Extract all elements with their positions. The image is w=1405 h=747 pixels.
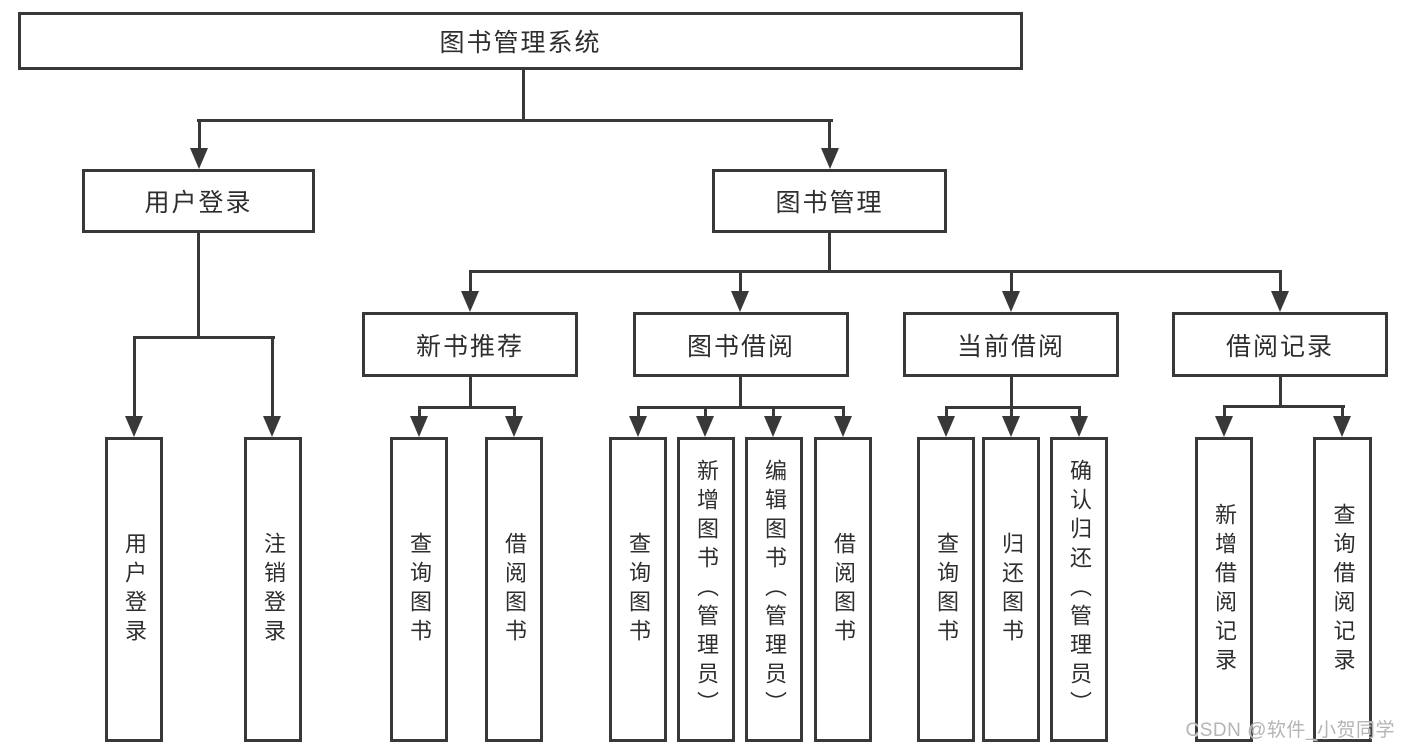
arrowhead-to-user-login [190,148,208,169]
arrowhead-to-new-book [461,291,479,312]
arrowhead-to-bb-add [696,416,714,437]
arrowhead-to-bb-query [629,416,647,437]
connector-book-mgmt-crossbar [469,270,1282,273]
connector-to-current-borrow-line [1010,270,1013,293]
csdn-watermark: CSDN @软件_小贺同学 [1185,720,1395,741]
leaf-br-add-record: 新增借阅记录 [1195,437,1253,742]
node-user-login: 用户登录 [82,169,315,233]
leaf-logout: 注销登录 [244,437,302,742]
arrowhead-to-br-query [1333,416,1351,437]
connector-to-cb-return-line [1010,406,1013,418]
arrowhead-to-borrow-record [1271,291,1289,312]
connector-book-borrow-crossbar [637,406,845,409]
connector-to-cb-confirm-line [1078,406,1081,418]
connector-to-leaf-user-login-line [133,336,136,418]
connector-to-bb-query-line [637,406,640,418]
arrowhead-to-cb-query [937,416,955,437]
arrowhead-to-leaf-logout [263,416,281,437]
connector-borrow-record-stem [1279,377,1282,407]
node-current-borrowing: 当前借阅 [903,312,1119,377]
connector-current-borrow-crossbar [945,406,1081,409]
leaf-cb-confirm-return-admin: 确认归还（管理员） [1050,437,1108,742]
arrowhead-to-leaf-user-login [125,416,143,437]
arrowhead-to-bb-borrow [834,416,852,437]
connector-to-book-borrow-line [739,270,742,293]
leaf-cb-query-book: 查询图书 [917,437,975,742]
connector-to-book-mgmt-line [828,119,831,150]
node-new-book-recommend: 新书推荐 [362,312,578,377]
connector-book-mgmt-stem [828,233,831,272]
node-book-borrowing: 图书借阅 [633,312,849,377]
connector-to-br-add-line [1223,405,1226,418]
connector-to-nb-borrow-line [513,406,516,418]
connector-to-leaf-logout-line [271,336,274,418]
arrowhead-to-bb-edit [764,416,782,437]
node-borrowing-records: 借阅记录 [1172,312,1388,377]
leaf-cb-return-book: 归还图书 [982,437,1040,742]
connector-to-bb-add-line [704,406,707,418]
connector-root-crossbar [197,119,833,122]
connector-to-bb-edit-line [772,406,775,418]
arrowhead-to-br-add [1215,416,1233,437]
connector-to-cb-query-line [945,406,948,418]
connector-user-login-crossbar [133,336,275,339]
node-library-management-system: 图书管理系统 [18,12,1023,70]
connector-borrow-record-crossbar [1223,405,1345,408]
arrowhead-to-cb-confirm [1070,416,1088,437]
connector-to-bb-borrow-line [842,406,845,418]
connector-to-new-book-line [469,270,472,293]
connector-to-user-login-line [198,119,201,150]
leaf-bb-query-book: 查询图书 [609,437,667,742]
arrowhead-to-current-borrow [1002,291,1020,312]
arrowhead-to-book-borrow [731,291,749,312]
connector-root-stem [522,70,525,122]
connector-current-borrow-stem [1010,377,1013,409]
connector-book-borrow-stem [739,377,742,408]
leaf-user-login: 用户登录 [105,437,163,742]
connector-user-login-stem [197,233,200,338]
connector-new-book-crossbar [418,406,516,409]
leaf-nb-borrow-book: 借阅图书 [485,437,543,742]
arrowhead-to-book-mgmt [821,148,839,169]
node-book-management: 图书管理 [712,169,947,233]
leaf-bb-edit-book-admin: 编辑图书（管理员） [745,437,803,742]
arrowhead-to-nb-query [410,416,428,437]
arrowhead-to-cb-return [1002,416,1020,437]
leaf-nb-query-book: 查询图书 [390,437,448,742]
connector-new-book-stem [469,377,472,409]
leaf-bb-borrow-book: 借阅图书 [814,437,872,742]
connector-to-br-query-line [1341,405,1344,418]
connector-to-nb-query-line [418,406,421,418]
connector-to-borrow-record-line [1279,270,1282,293]
arrowhead-to-nb-borrow [505,416,523,437]
leaf-br-query-record: 查询借阅记录 [1313,437,1372,742]
leaf-bb-add-book-admin: 新增图书（管理员） [677,437,735,742]
